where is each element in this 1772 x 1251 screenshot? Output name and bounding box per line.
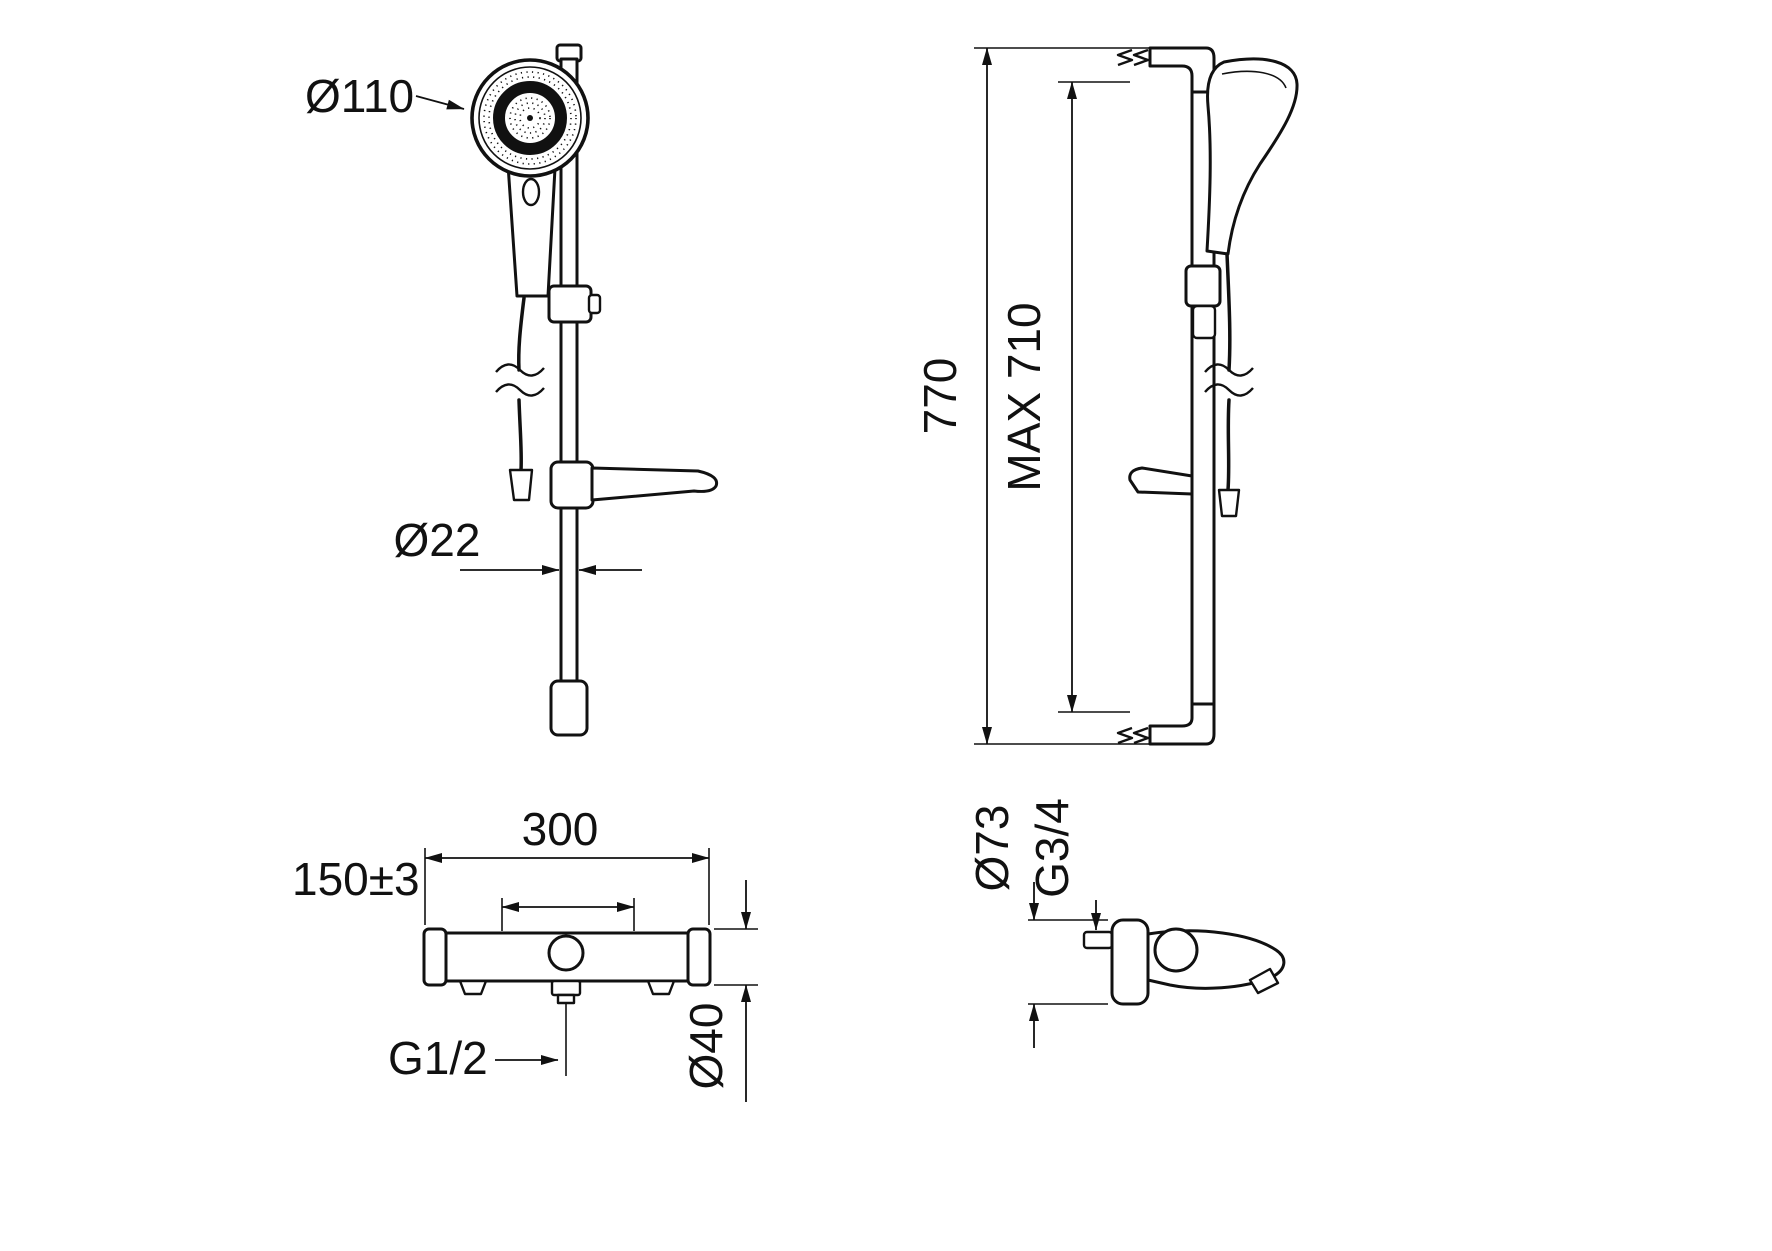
top-screw-thread-1 [1132, 48, 1150, 67]
hand-shower-side-detail [1221, 70, 1287, 89]
hose-break-lower [495, 383, 545, 397]
body-diameter-label: Ø40 [680, 1003, 732, 1090]
slider-knob [587, 293, 602, 315]
mixer-center-knob [547, 934, 585, 972]
slider-holder [547, 284, 593, 324]
overall-height-label: 770 [914, 358, 966, 435]
shelf-mount [549, 460, 595, 510]
spray-dots-mid [488, 76, 572, 160]
handle-button [521, 177, 541, 207]
spray-center-dot [527, 115, 533, 121]
rail-foot [549, 679, 589, 737]
hose-side-break-lower [1204, 383, 1254, 397]
side-view: 770 MAX 710 [914, 46, 1299, 746]
bottom-screw-thread-2 [1116, 726, 1134, 745]
spray-dots-center2 [514, 102, 546, 134]
hose-side-break-upper [1204, 363, 1254, 377]
hose-lower [517, 398, 524, 472]
flange-diameter-label: Ø73 [966, 805, 1018, 892]
body-width-label: 300 [522, 803, 599, 855]
hose-side-cone [1217, 488, 1241, 518]
bottom-screw-thread-1 [1132, 726, 1150, 745]
mixer-foot-right [646, 979, 676, 996]
top-bracket [1148, 46, 1216, 94]
front-view: Ø110 Ø22 [305, 43, 719, 737]
mixer-flange [1110, 918, 1150, 1006]
spray-dots-outer [483, 71, 577, 165]
head-diameter-leader [415, 95, 465, 110]
max-height-label: MAX 710 [998, 302, 1050, 491]
hose-upper [517, 296, 526, 372]
shelf-lever [590, 466, 719, 502]
inlet-thread-label: G3/4 [1026, 798, 1078, 898]
inlet-connector [1082, 930, 1114, 950]
top-screw-thread-2 [1116, 48, 1134, 67]
spray-dots-center1 [509, 97, 551, 139]
mixer-outlet-fitting [550, 979, 582, 997]
head-inner-rim [478, 66, 582, 170]
mixer-aerator [1248, 967, 1280, 995]
holder-side-upper [1184, 264, 1222, 308]
spray-dots-center3 [519, 107, 541, 129]
shower-head [470, 58, 590, 178]
mixer-outlet-nipple [556, 993, 576, 1005]
mixer-knob-side [1153, 927, 1199, 973]
mixer-cap-left [422, 927, 448, 987]
head-dark-ring [493, 81, 567, 155]
bottom-bracket [1148, 702, 1216, 746]
hose-cone-fitting [508, 468, 534, 502]
mixer-front-view: 300 150±3 G1/2 Ø40 [292, 803, 758, 1102]
mixer-foot-left [458, 979, 488, 996]
rail-diameter-label: Ø22 [394, 514, 481, 566]
outlet-thread-label: G1/2 [388, 1032, 488, 1084]
shelf-side [1128, 466, 1194, 496]
holder-side-lower [1191, 304, 1217, 340]
hose-side-upper [1225, 252, 1232, 372]
connection-spacing-label: 150±3 [292, 853, 420, 905]
mixer-cap-right [686, 927, 712, 987]
hose-break-upper [495, 363, 545, 377]
hose-side-lower [1226, 398, 1231, 492]
hand-shower-side [1205, 57, 1299, 256]
head-diameter-label: Ø110 [305, 70, 414, 122]
mixer-side-view: Ø73 G3/4 [966, 798, 1286, 1048]
